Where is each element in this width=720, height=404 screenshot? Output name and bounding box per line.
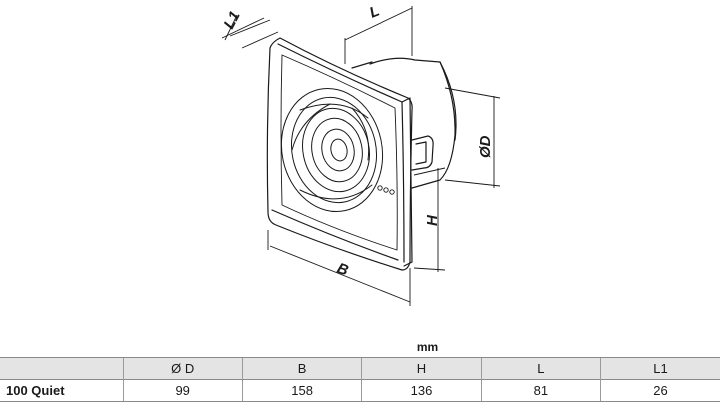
- table-row: 100 Quiet 99 158 136 81 26: [0, 379, 720, 402]
- cell-l: 81: [480, 379, 601, 402]
- mount-clip: [411, 135, 434, 171]
- header-diameter: Ø D: [122, 357, 243, 380]
- header-l1: L1: [600, 357, 720, 380]
- header-l: L: [480, 357, 601, 380]
- spec-table: Ø D B H L L1 100 Quiet 99 158 136 81 26: [0, 357, 720, 402]
- cell-model: 100 Quiet: [0, 379, 123, 402]
- indicator-dots: [377, 185, 395, 195]
- cell-b: 158: [241, 379, 362, 402]
- cell-l1: 26: [600, 379, 720, 402]
- header-model: [0, 357, 123, 380]
- dimension-h: [413, 167, 446, 272]
- header-b: B: [241, 357, 362, 380]
- dimension-d: [444, 87, 501, 188]
- dimension-l: [344, 6, 413, 64]
- label-l: L: [367, 3, 382, 22]
- fan-grille: [280, 87, 384, 213]
- label-b: B: [335, 260, 351, 280]
- cell-diameter: 99: [122, 379, 243, 402]
- dimension-l1: [221, 14, 279, 49]
- units-label: mm: [416, 340, 439, 354]
- fan-dimension-drawing: L1 L ØD H B: [221, 3, 501, 306]
- dimension-b: [267, 230, 411, 306]
- label-d: ØD: [477, 135, 494, 158]
- table-header-row: Ø D B H L L1: [0, 357, 720, 380]
- header-h: H: [361, 357, 482, 380]
- label-h: H: [424, 214, 441, 226]
- label-l1: L1: [221, 8, 244, 31]
- cell-h: 136: [361, 379, 482, 402]
